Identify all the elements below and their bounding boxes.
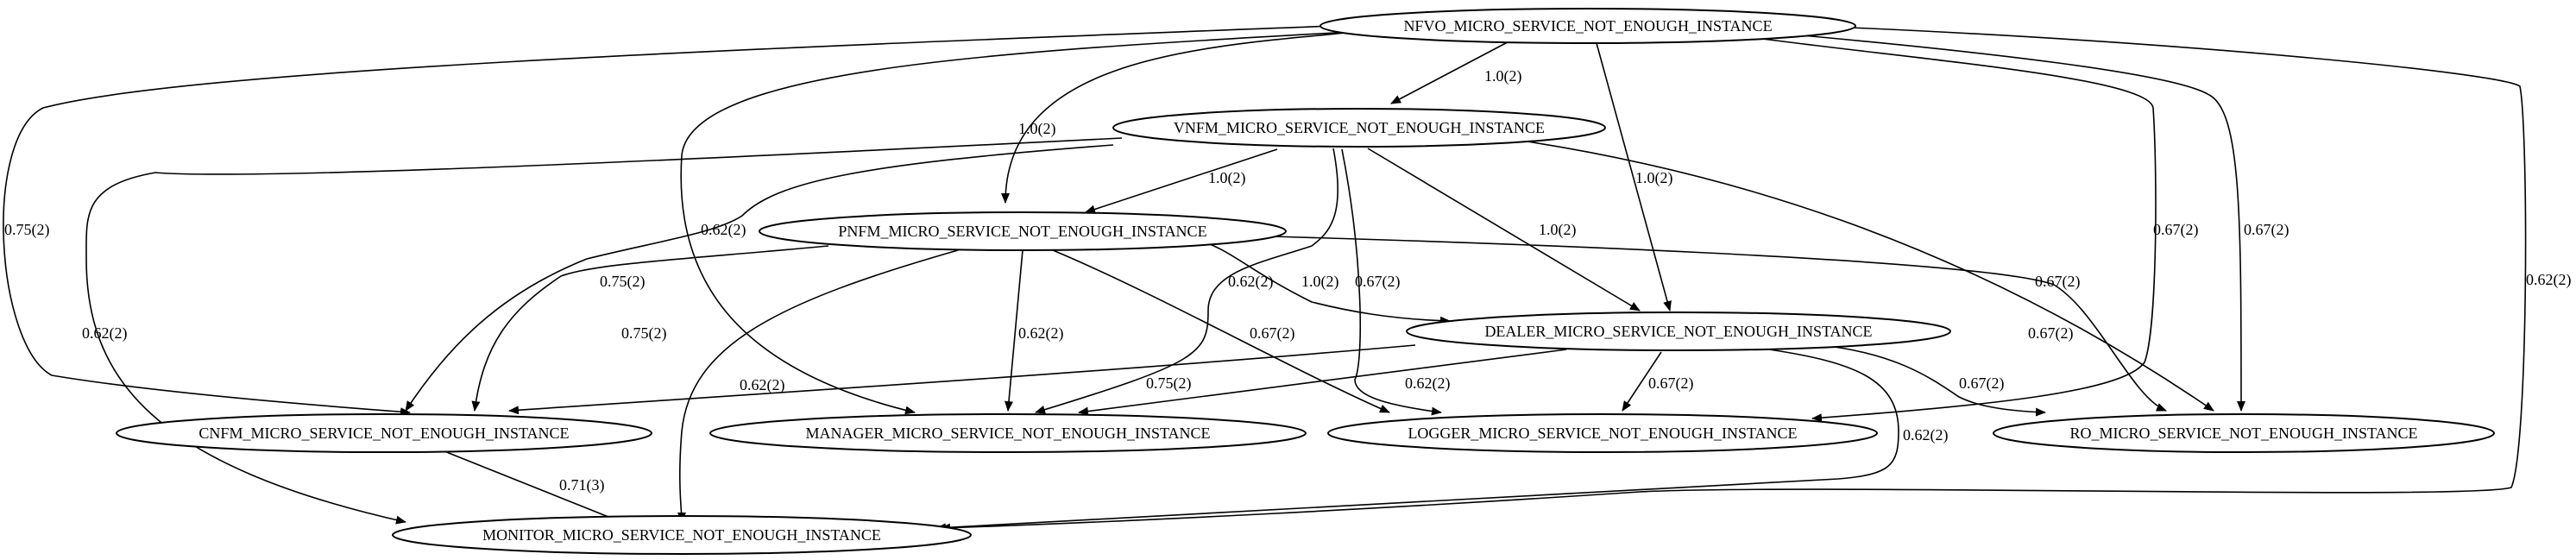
node-monitor-shape [392, 515, 972, 555]
edge-dealer-cnfm [508, 344, 1416, 415]
edge-label-nfvo-cnfm: 0.75(2) [4, 221, 50, 239]
edge-vnfm-dealer [1367, 148, 1641, 311]
node-pnfm: PNFM_MICRO_SERVICE_NOT_ENOUGH_INSTANCE [759, 211, 1287, 251]
node-vnfm-shape [1112, 108, 1606, 148]
node-nfvo: NFVO_MICRO_SERVICE_NOT_ENOUGH_INSTANCE [1319, 8, 1856, 44]
edge-labels: 1.0(2) 1.0(2) 0.75(2) 0.62(2) 1.0(2) 0.6… [4, 67, 2572, 494]
edge-dealer-logger [1622, 351, 1662, 412]
edge-label-dealer-ro: 0.67(2) [1959, 374, 2005, 393]
node-monitor: MONITOR_MICRO_SERVICE_NOT_ENOUGH_INSTANC… [392, 515, 972, 555]
node-pnfm-label: PNFM_MICRO_SERVICE_NOT_ENOUGH_INSTANCE [838, 223, 1206, 240]
node-ro-label: RO_MICRO_SERVICE_NOT_ENOUGH_INSTANCE [2069, 425, 2417, 442]
node-manager-label: MANAGER_MICRO_SERVICE_NOT_ENOUGH_INSTANC… [805, 425, 1210, 442]
edge-label-pnfm-monitor: 0.62(2) [740, 376, 785, 394]
node-cnfm-label: CNFM_MICRO_SERVICE_NOT_ENOUGH_INSTANCE [198, 425, 569, 442]
edge-dealer-manager [1078, 349, 1567, 416]
edge-label-cnfm-monitor: 0.71(3) [559, 476, 605, 494]
edge-pnfm-manager [1005, 249, 1023, 412]
edge-label-dealer-logger: 0.67(2) [1648, 374, 1694, 393]
edge-vnfm-cnfm [405, 144, 1114, 412]
edge-label-nfvo-pnfm: 1.0(2) [1018, 120, 1056, 138]
edge-label-vnfm-manager: 0.62(2) [1228, 273, 1274, 291]
node-logger: LOGGER_MICRO_SERVICE_NOT_ENOUGH_INSTANCE [1327, 413, 1878, 453]
edge-dealer-monitor [935, 349, 1899, 532]
node-logger-label: LOGGER_MICRO_SERVICE_NOT_ENOUGH_INSTANCE [1408, 425, 1797, 442]
node-logger-shape [1327, 413, 1878, 453]
edge-nfvo-pnfm [1001, 32, 1347, 204]
edge-nfvo-cnfm [3, 25, 1334, 417]
edge-label-vnfm-pnfm: 1.0(2) [1208, 169, 1246, 187]
node-ro: RO_MICRO_SERVICE_NOT_ENOUGH_INSTANCE [1993, 413, 2495, 453]
edge-vnfm-manager [1035, 148, 1339, 414]
node-monitor-label: MONITOR_MICRO_SERVICE_NOT_ENOUGH_INSTANC… [482, 526, 881, 544]
edge-nfvo-ro [1773, 32, 2245, 412]
edge-label-nfvo-monitor: 0.62(2) [2526, 271, 2572, 289]
edge-vnfm-logger [1341, 148, 1442, 416]
node-dealer-label: DEALER_MICRO_SERVICE_NOT_ENOUGH_INSTANCE [1484, 323, 1872, 340]
edge-pnfm-ro [1207, 234, 2167, 412]
edge-label-dealer-monitor: 0.62(2) [1903, 426, 1949, 444]
node-manager-shape [709, 413, 1307, 453]
edge-label-dealer-manager: 0.62(2) [1405, 374, 1451, 393]
node-cnfm: CNFM_MICRO_SERVICE_NOT_ENOUGH_INSTANCE [116, 413, 652, 453]
edge-vnfm-ro [1527, 141, 2214, 412]
edge-pnfm-cnfm [471, 245, 829, 412]
edge-nfvo-logger [1755, 37, 2157, 423]
edge-label-pnfm-logger: 0.67(2) [1250, 324, 1295, 343]
edge-vnfm-monitor [85, 137, 1123, 525]
node-vnfm: VNFM_MICRO_SERVICE_NOT_ENOUGH_INSTANCE [1112, 108, 1606, 148]
edge-label-vnfm-logger: 0.67(2) [1355, 273, 1401, 291]
edge-pnfm-monitor [677, 249, 959, 523]
edge-label-nfvo-vnfm: 1.0(2) [1484, 67, 1522, 85]
edges [3, 25, 2527, 532]
edge-nfvo-vnfm [1390, 35, 1520, 104]
node-manager: MANAGER_MICRO_SERVICE_NOT_ENOUGH_INSTANC… [709, 413, 1307, 453]
edge-nfvo-dealer [1596, 42, 1672, 311]
edge-label-pnfm-ro: 0.67(2) [2028, 324, 2074, 343]
edge-pnfm-logger [1052, 249, 1390, 413]
node-ro-shape [1993, 413, 2495, 453]
edge-nfvo-manager [680, 31, 1351, 415]
edge-label-vnfm-monitor: 0.62(2) [82, 324, 128, 343]
edge-label-vnfm-cnfm: 0.75(2) [600, 273, 646, 291]
edge-label-nfvo-dealer: 1.0(2) [1635, 169, 1673, 187]
edge-label-dealer-cnfm: 0.75(2) [1146, 374, 1192, 393]
edge-pnfm-dealer [1190, 236, 1451, 325]
node-pnfm-shape [759, 211, 1287, 251]
edge-label-vnfm-ro: 0.67(2) [2035, 273, 2081, 291]
edge-label-pnfm-manager: 0.62(2) [1018, 324, 1064, 343]
node-dealer: DEALER_MICRO_SERVICE_NOT_ENOUGH_INSTANCE [1406, 311, 1951, 351]
edge-label-pnfm-dealer: 1.0(2) [1301, 273, 1339, 291]
edge-label-nfvo-manager: 0.62(2) [701, 221, 746, 239]
edge-dealer-ro [1820, 344, 2046, 417]
edge-vnfm-pnfm [1085, 148, 1278, 214]
node-cnfm-shape [116, 413, 652, 453]
node-dealer-shape [1406, 311, 1951, 351]
edge-label-nfvo-logger: 0.67(2) [2153, 221, 2199, 239]
edge-label-pnfm-cnfm: 0.75(2) [621, 324, 667, 343]
node-nfvo-shape [1319, 8, 1856, 44]
edge-label-vnfm-dealer: 1.0(2) [1539, 221, 1577, 239]
edge-nfvo-monitor [940, 27, 2527, 532]
node-vnfm-label: VNFM_MICRO_SERVICE_NOT_ENOUGH_INSTANCE [1174, 119, 1545, 136]
edge-cnfm-monitor [439, 449, 627, 525]
edge-label-nfvo-ro: 0.67(2) [2244, 221, 2289, 239]
node-nfvo-label: NFVO_MICRO_SERVICE_NOT_ENOUGH_INSTANCE [1403, 17, 1772, 35]
